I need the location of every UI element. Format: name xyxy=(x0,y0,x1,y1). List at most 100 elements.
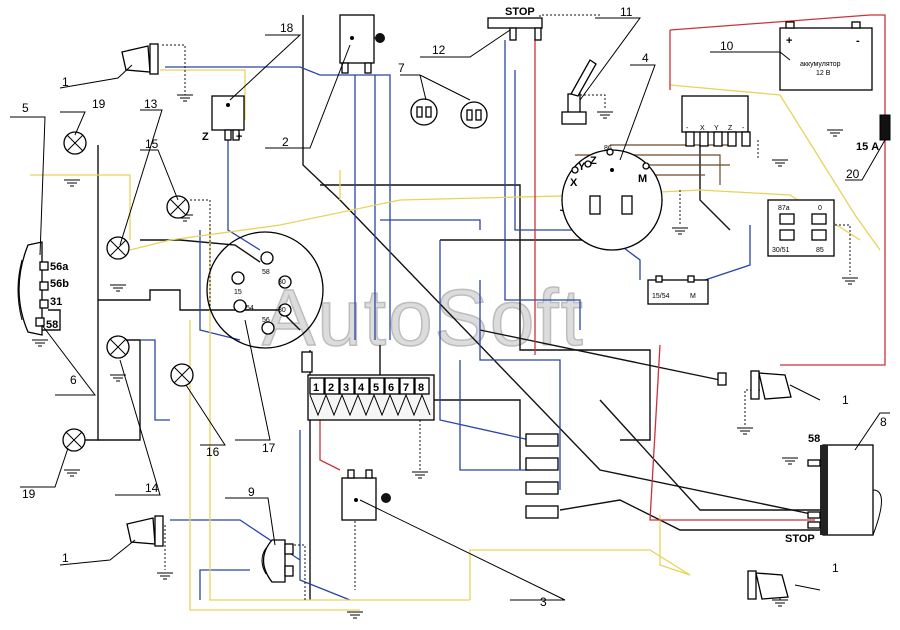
callout-19a: 19 xyxy=(92,97,106,111)
sound-signal xyxy=(261,539,294,583)
flasher-relay: 15/54 M xyxy=(647,275,709,305)
ground-icon xyxy=(177,94,193,102)
relay-pin-87a: 87a xyxy=(778,205,790,212)
callout-1c: 1 xyxy=(842,393,849,407)
stop-switch-label: STOP xyxy=(505,6,535,18)
lamp-icons xyxy=(62,131,194,452)
regulator-pin-y: Y xyxy=(714,125,719,132)
lamp-icon xyxy=(170,363,194,387)
voltage-regulator: - X Y Z - xyxy=(681,95,751,147)
relay-pin-3051: 30/51 xyxy=(772,247,790,254)
ground-icon xyxy=(772,159,788,167)
battery-plus: + xyxy=(786,35,792,47)
regulator-pin-z: Z xyxy=(728,125,733,132)
relay: 87a 0 30/51 85 xyxy=(767,199,835,257)
flasher-pin-1554: 15/54 xyxy=(652,293,670,300)
callout-15: 15 xyxy=(145,137,159,151)
connector-blocks xyxy=(525,372,727,519)
ground-icon xyxy=(412,471,428,479)
tail-light: 58 STOP xyxy=(785,433,882,545)
fuse-cell-5: 5 xyxy=(373,382,379,394)
horns xyxy=(410,98,488,129)
callout-leaders xyxy=(10,17,890,601)
ignition-coil: Z + xyxy=(202,95,245,143)
generator-pin-x: X xyxy=(570,177,578,189)
watermark: AutoSoft xyxy=(262,273,585,362)
relay-pin-85: 85 xyxy=(816,247,824,254)
ignition-switch: 58 15 30 54 30 56 xyxy=(206,231,324,349)
fuse-cell-7: 7 xyxy=(403,382,409,394)
callout-7: 7 xyxy=(398,61,405,75)
headlight: 56a 56b 31 58 xyxy=(17,241,69,336)
callout-16: 16 xyxy=(206,445,220,459)
fuse-cell-8: 8 xyxy=(418,382,424,394)
callout-1b: 1 xyxy=(62,551,69,565)
sensor-icons xyxy=(121,43,792,600)
sensor-icon xyxy=(121,43,159,75)
callout-11: 11 xyxy=(620,5,633,19)
tail-light-stop: STOP xyxy=(785,533,815,545)
lamp-icon xyxy=(166,195,190,219)
callout-9: 9 xyxy=(248,485,255,499)
generator: X Y Z 86 M xyxy=(561,145,663,251)
callout-14: 14 xyxy=(145,481,159,495)
fuse-label: 15 А xyxy=(856,141,879,153)
callout-3: 3 xyxy=(540,595,547,609)
lamp-icon xyxy=(106,335,130,359)
generator-pin-m: M xyxy=(638,173,647,185)
callout-numbers: 1 1 1 1 2 3 4 5 6 7 8 9 10 11 12 13 14 1… xyxy=(22,5,887,609)
callout-20: 20 xyxy=(846,167,860,181)
callout-19b: 19 xyxy=(22,487,36,501)
fuse-cell-1: 1 xyxy=(313,382,319,394)
battery: + - аккумулятор 12 В xyxy=(779,21,873,91)
callout-1a: 1 xyxy=(62,75,69,89)
coil-pin-z: Z xyxy=(202,131,209,143)
ground-icon xyxy=(782,457,798,465)
callout-12: 12 xyxy=(432,43,446,57)
sensor-icon xyxy=(126,515,164,547)
horn-icon xyxy=(460,101,488,129)
regulator-pin-1: - xyxy=(686,125,689,132)
ground-icon xyxy=(597,111,613,119)
ground-icon xyxy=(110,284,126,292)
ignition-pin-15: 15 xyxy=(234,289,242,296)
fuse-box-cells xyxy=(309,377,430,395)
callout-5: 5 xyxy=(22,101,29,115)
fuse-cell-6: 6 xyxy=(388,382,394,394)
battery-voltage: 12 В xyxy=(816,70,831,77)
horn-icon xyxy=(410,98,438,126)
generator-pin-y: Y xyxy=(578,161,586,173)
fuse-box: 1 2 3 4 5 6 7 8 xyxy=(301,351,435,421)
ground-icon xyxy=(842,277,858,285)
lamp-icon xyxy=(106,236,130,260)
battery-minus: - xyxy=(856,35,860,47)
ground-icon xyxy=(64,469,80,477)
switch-3 xyxy=(341,469,391,521)
ground-icon xyxy=(32,339,48,347)
callout-8: 8 xyxy=(880,415,887,429)
callout-2: 2 xyxy=(282,135,289,149)
ignition-pin-58: 58 xyxy=(262,269,270,276)
regulator-pin-x: X xyxy=(700,125,705,132)
fuse-cell-3: 3 xyxy=(343,382,349,394)
ground-icon xyxy=(110,374,126,382)
ignition-pin-30a: 30 xyxy=(278,279,286,286)
ignition-pin-30b: 30 xyxy=(278,307,286,314)
stop-switch: STOP xyxy=(487,6,543,41)
ground-icon xyxy=(64,179,80,187)
callout-6: 6 xyxy=(70,373,77,387)
headlight-pin-56a: 56a xyxy=(50,261,69,273)
ground-symbols xyxy=(32,94,858,619)
battery-label: аккумулятор xyxy=(800,61,841,68)
callout-13: 13 xyxy=(144,97,158,111)
ignition-pin-56: 56 xyxy=(262,317,270,324)
sensor-icon xyxy=(747,570,789,600)
ground-icon xyxy=(347,611,363,619)
switch-11 xyxy=(561,59,597,125)
callout-4: 4 xyxy=(642,51,649,65)
ground-icon xyxy=(772,599,788,607)
ground-icon xyxy=(827,129,843,137)
generator-pin-86: 86 xyxy=(604,145,612,152)
switch-2 xyxy=(339,14,385,74)
generator-pin-z: Z xyxy=(590,155,597,167)
